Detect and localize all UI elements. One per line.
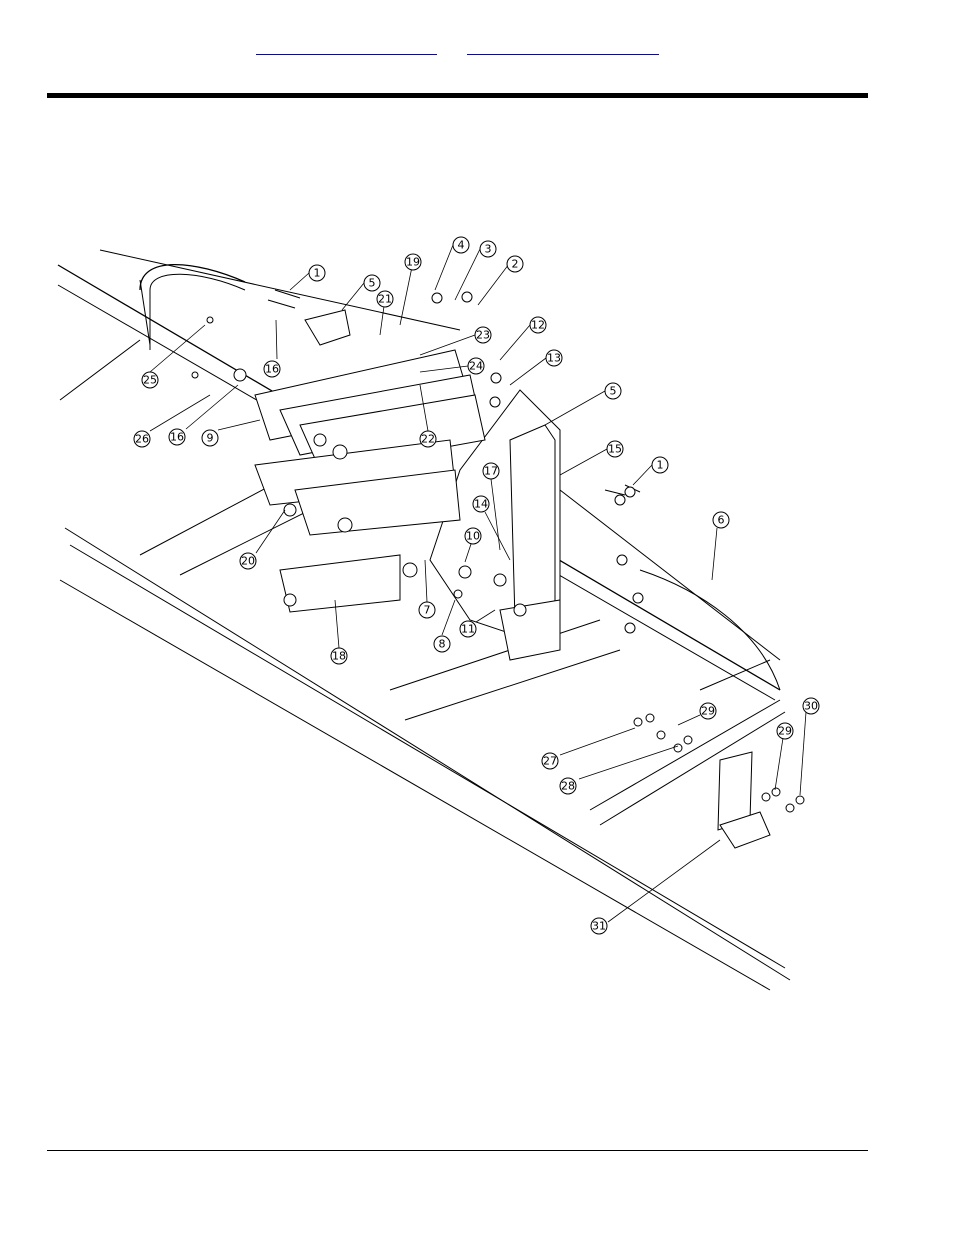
svg-text:19: 19: [406, 256, 420, 269]
svg-text:12: 12: [531, 319, 545, 332]
callout-29a: 29: [700, 703, 716, 719]
callout-30: 30: [803, 698, 819, 714]
svg-text:31: 31: [592, 920, 606, 933]
svg-text:27: 27: [543, 755, 557, 768]
callout-11: 11: [460, 621, 476, 637]
callout-21: 21: [377, 291, 393, 307]
callout-15: 15: [607, 441, 623, 457]
callout-28: 28: [560, 778, 576, 794]
parts-diagram: 1 2 3 4 5 19 21 23 12 24 13 16 25 26 16 …: [47, 227, 831, 993]
callout-3: 3: [480, 241, 496, 257]
svg-text:8: 8: [439, 638, 446, 651]
callout-10: 10: [465, 528, 481, 544]
callout-24: 24: [468, 358, 484, 374]
svg-text:1: 1: [657, 459, 664, 472]
svg-text:16: 16: [265, 363, 279, 376]
callout-25: 25: [142, 372, 158, 388]
callout-31: 31: [591, 918, 607, 934]
svg-text:18: 18: [332, 650, 346, 663]
svg-text:29: 29: [701, 705, 715, 718]
header-link-2[interactable]: [467, 38, 659, 55]
callout-7: 7: [419, 602, 435, 618]
callout-26: 26: [134, 431, 150, 447]
svg-text:2: 2: [512, 258, 519, 271]
callout-1: 1: [309, 265, 325, 281]
svg-text:26: 26: [135, 433, 149, 446]
callout-5: 5: [364, 275, 380, 291]
svg-text:6: 6: [718, 514, 725, 527]
callout-23: 23: [475, 327, 491, 343]
callout-16a: 16: [264, 361, 280, 377]
svg-text:22: 22: [421, 433, 435, 446]
callout-2: 2: [507, 256, 523, 272]
svg-text:15: 15: [608, 443, 622, 456]
callout-22: 22: [420, 431, 436, 447]
svg-text:21: 21: [378, 293, 392, 306]
callout-27: 27: [542, 753, 558, 769]
header-link-1[interactable]: [256, 38, 437, 55]
callout-16b: 16: [169, 429, 185, 445]
svg-text:7: 7: [424, 604, 431, 617]
svg-text:28: 28: [561, 780, 575, 793]
svg-text:1: 1: [314, 267, 321, 280]
callout-4: 4: [453, 237, 469, 253]
callout-29b: 29: [777, 723, 793, 739]
svg-text:16: 16: [170, 431, 184, 444]
callout-9: 9: [202, 430, 218, 446]
svg-text:14: 14: [474, 498, 488, 511]
callout-14: 14: [473, 496, 489, 512]
callout-1b: 1: [652, 457, 668, 473]
svg-text:17: 17: [484, 465, 498, 478]
svg-text:30: 30: [804, 700, 818, 713]
svg-text:9: 9: [207, 432, 214, 445]
svg-text:13: 13: [547, 352, 561, 365]
footer-rule: [47, 1150, 868, 1151]
callout-8: 8: [434, 636, 450, 652]
header-rule: [47, 93, 868, 98]
callout-18: 18: [331, 648, 347, 664]
svg-text:25: 25: [143, 374, 157, 387]
svg-text:5: 5: [369, 277, 376, 290]
svg-text:20: 20: [241, 555, 255, 568]
svg-text:3: 3: [485, 243, 492, 256]
callout-12: 12: [530, 317, 546, 333]
svg-text:29: 29: [778, 725, 792, 738]
callout-5b: 5: [605, 383, 621, 399]
callout-13: 13: [546, 350, 562, 366]
svg-text:10: 10: [466, 530, 480, 543]
callout-17: 17: [483, 463, 499, 479]
callout-6: 6: [713, 512, 729, 528]
svg-text:11: 11: [461, 623, 475, 636]
svg-text:4: 4: [458, 239, 465, 252]
callout-19: 19: [405, 254, 421, 270]
svg-text:24: 24: [469, 360, 483, 373]
svg-text:5: 5: [610, 385, 617, 398]
callout-20: 20: [240, 553, 256, 569]
svg-text:23: 23: [476, 329, 490, 342]
